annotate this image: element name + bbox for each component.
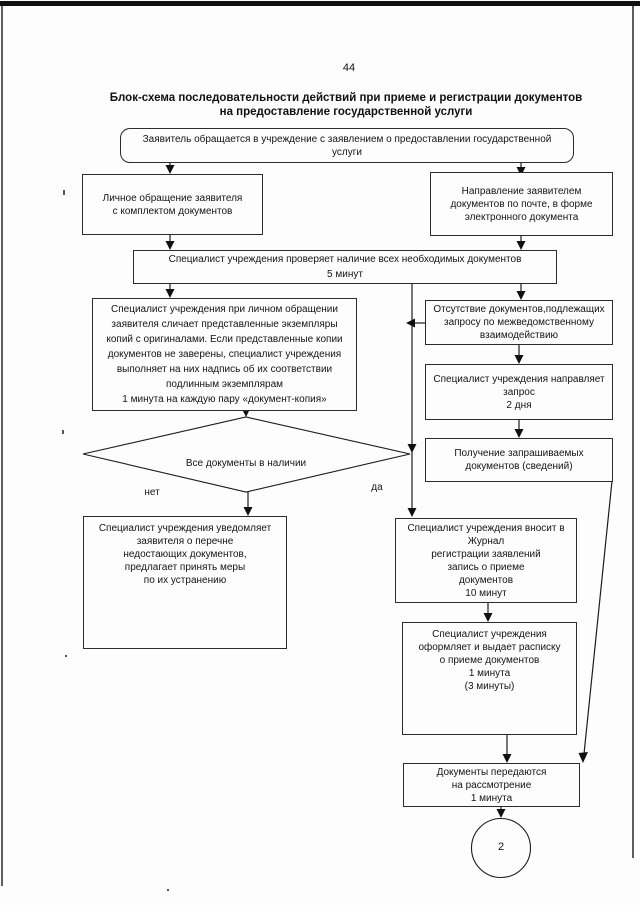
scan-speck: [65, 655, 67, 657]
flow-node-compare-copies: Специалист учреждения при личном обращен…: [92, 298, 357, 411]
page-number: 44: [342, 62, 356, 74]
arrowhead-icon: [516, 167, 526, 176]
arrowhead-icon: [496, 809, 506, 818]
arrowhead-icon: [165, 241, 175, 250]
flow-node-notify-applicant: Специалист учреждения уведомляет заявите…: [83, 516, 287, 649]
arrowhead-icon: [483, 613, 493, 622]
scan-speck: [62, 430, 64, 434]
flow-node-start: Заявитель обращается в учреждение с заяв…: [120, 128, 574, 163]
scan-speck: [63, 190, 65, 195]
flow-node-send-request: Специалист учреждения направляет запрос …: [425, 364, 613, 420]
arrowhead-icon: [514, 355, 524, 364]
scan-speck: [167, 889, 169, 891]
arrowhead-icon: [502, 754, 512, 763]
flow-node-journal-entry: Специалист учреждения вносит в Журнал ре…: [395, 518, 577, 603]
arrowhead-icon: [165, 165, 175, 174]
branch-label-yes: да: [371, 482, 383, 493]
decision-diamond: [82, 416, 411, 493]
flow-node-missing-docs: Отсутствие документов,подлежащих запросу…: [425, 300, 613, 345]
flow-node-receive-docs: Получение запрашиваемых документов (свед…: [425, 438, 613, 482]
arrowhead-icon: [406, 318, 415, 328]
offpage-connector-circle: [470, 817, 532, 879]
arrowhead-icon: [514, 429, 524, 438]
arrowhead-icon: [243, 507, 253, 516]
decision-diamond-label: Все документы в наличии: [185, 458, 307, 469]
page-top-border: [0, 1, 640, 6]
arrowhead-icon: [407, 508, 417, 517]
flow-node-issue-receipt: Специалист учреждения оформляет и выдает…: [402, 622, 577, 735]
arrowhead-icon: [516, 241, 526, 250]
flow-node-check-documents: Специалист учреждения проверяет наличие …: [133, 250, 557, 284]
arrowhead-icon: [578, 752, 588, 763]
flow-node-transfer-docs: Документы передаются на рассмотрение 1 м…: [403, 763, 580, 807]
arrowhead-icon: [165, 289, 175, 298]
flow-node-mail-submission: Направление заявителем документов по поч…: [430, 172, 613, 236]
page-title: Блок-схема последовательности действий п…: [109, 92, 583, 118]
arrowhead-icon: [407, 444, 417, 453]
flow-node-personal-visit: Личное обращение заявителя с комплектом …: [82, 174, 263, 235]
branch-label-no: нет: [144, 487, 160, 498]
arrowhead-icon: [516, 291, 526, 300]
offpage-connector-number: 2: [497, 841, 505, 853]
